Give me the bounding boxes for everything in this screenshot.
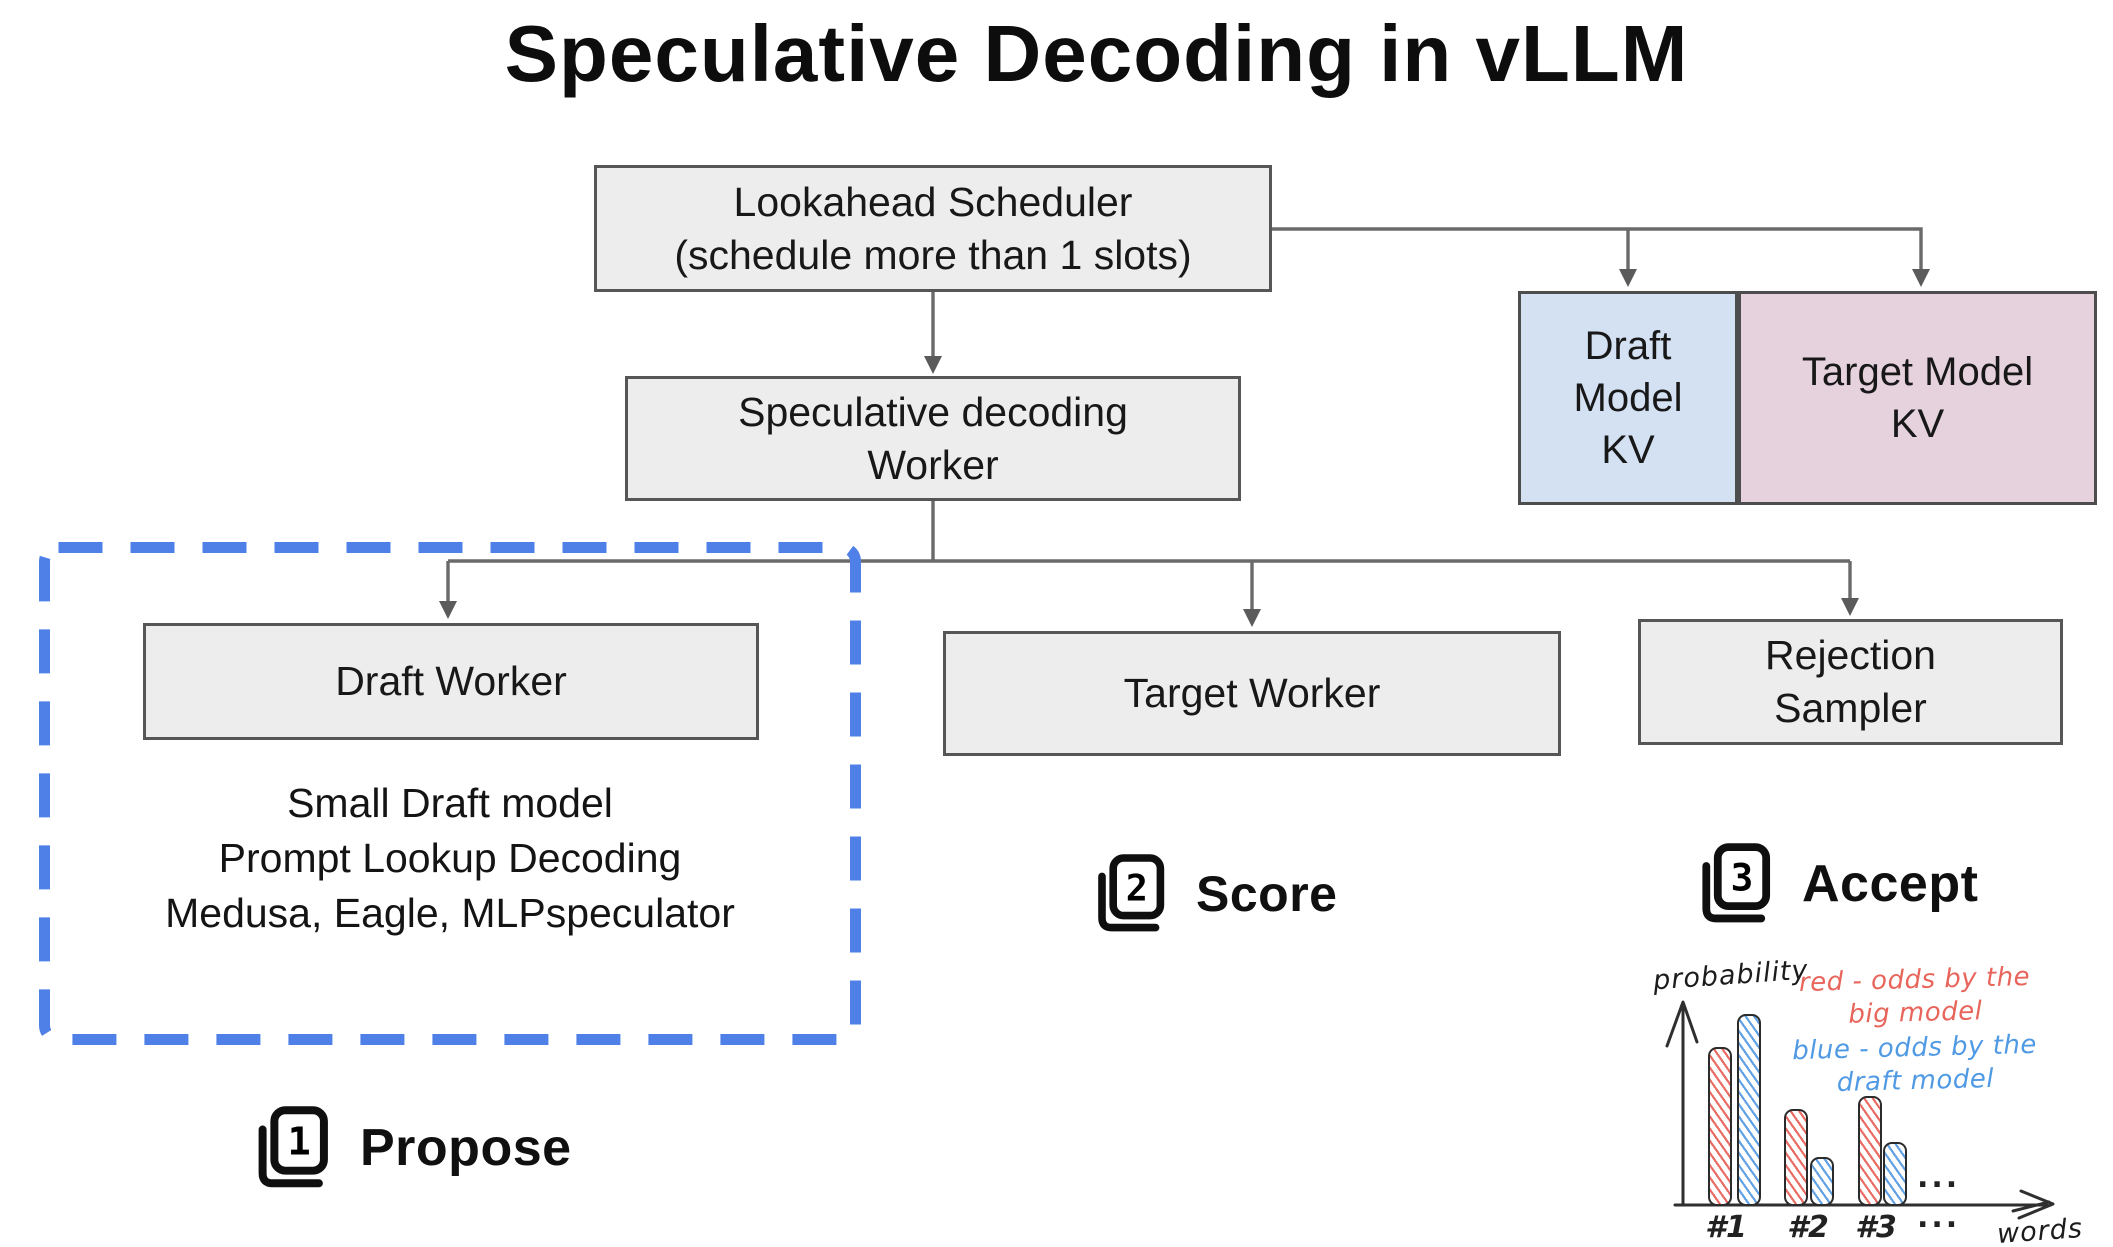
- ellipsis-above-axis: ...: [1917, 1160, 1961, 1195]
- ellipsis-below-axis: ...: [1917, 1200, 1961, 1235]
- category-label-2: #2: [1787, 1210, 1829, 1245]
- page-title: Speculative Decoding in vLLM: [504, 9, 1689, 98]
- target-worker-box: Target Worker: [943, 631, 1561, 756]
- rejection-sampler-line1: Rejection: [1765, 632, 1936, 678]
- x-axis-arrow-sketch-stroke: [2011, 1200, 2051, 1213]
- bar-3-blue: [1883, 1142, 1907, 1206]
- category-label-3: #3: [1855, 1210, 1897, 1245]
- methods-line3: Medusa, Eagle, MLPspeculator: [165, 890, 735, 936]
- page-stack-back: [1702, 862, 1766, 923]
- step-number: 2: [1126, 866, 1148, 909]
- step-number: 1: [288, 1120, 311, 1165]
- arrowhead-draftworker: [439, 601, 457, 619]
- step-label-accept: Accept: [1802, 855, 1979, 913]
- step-label-propose: Propose: [360, 1119, 572, 1177]
- propose-dashed-region: [39, 542, 861, 1045]
- bar-2-red: [1784, 1109, 1808, 1206]
- draft-worker-label: Draft Worker: [335, 658, 567, 704]
- draft-kv-line3: KV: [1601, 428, 1655, 472]
- arrowhead-targetkv: [1912, 269, 1930, 287]
- target-model-kv-box: Target Model KV: [1738, 291, 2097, 505]
- step-2-score: 2 Score: [1090, 852, 1337, 936]
- page-stack-3-icon: 3: [1702, 843, 1771, 923]
- draft-model-kv-box: Draft Model KV: [1518, 291, 1738, 505]
- bar-1-red: [1708, 1047, 1732, 1206]
- draft-kv-line2: Model: [1573, 376, 1683, 420]
- speculative-decoding-worker-box: Speculative decoding Worker: [625, 376, 1241, 501]
- page-stack-front: [1713, 843, 1771, 911]
- category-label-1: #1: [1705, 1210, 1747, 1245]
- methods-line1: Small Draft model: [287, 780, 613, 826]
- x-axis-arrowhead: [2017, 1189, 2055, 1220]
- draft-worker-methods: Small Draft model Prompt Lookup Decoding…: [39, 776, 861, 941]
- page-stack-front: [1109, 854, 1165, 920]
- lookahead-scheduler-line1: Lookahead Scheduler: [733, 178, 1133, 225]
- step-number: 3: [1731, 856, 1754, 900]
- page-stack-1-icon: 1: [258, 1106, 328, 1188]
- target-worker-label: Target Worker: [1123, 670, 1381, 716]
- page-stack-front: [270, 1106, 328, 1175]
- spec-worker-line2: Worker: [867, 441, 999, 488]
- methods-line2: Prompt Lookup Decoding: [218, 835, 682, 881]
- probability-chart: probability words red - odds by the big …: [1645, 952, 2113, 1247]
- rejection-sampler-box: Rejection Sampler: [1638, 619, 2063, 745]
- step-label-score: Score: [1196, 866, 1338, 922]
- step-1-propose: 1 Propose: [250, 1104, 572, 1192]
- target-kv-line1: Target Model: [1801, 350, 2034, 394]
- arrowhead-targetworker: [1243, 609, 1261, 627]
- page-stack-2-icon: 2: [1098, 854, 1165, 932]
- page-stack-back: [1098, 872, 1160, 932]
- arrowhead-draftkv: [1619, 269, 1637, 287]
- draft-kv-line1: Draft: [1584, 324, 1672, 368]
- chart-bars: [1645, 952, 2113, 1247]
- rejection-sampler-line2: Sampler: [1774, 685, 1927, 731]
- arrowhead-rejection: [1841, 598, 1859, 616]
- step-3-accept: 3 Accept: [1694, 841, 1978, 927]
- chart-axes: [1665, 1000, 2055, 1220]
- lookahead-scheduler-box: Lookahead Scheduler (schedule more than …: [594, 165, 1272, 292]
- bar-2-blue: [1810, 1157, 1834, 1206]
- bar-1-blue: [1737, 1014, 1761, 1206]
- target-kv-line2: KV: [1890, 402, 1945, 446]
- page-stack-back: [258, 1125, 323, 1188]
- connector-lookahead-to-targetkv: [1272, 227, 1923, 270]
- draft-worker-box: Draft Worker: [143, 623, 759, 740]
- bar-3-red: [1858, 1096, 1882, 1206]
- spec-worker-line1: Speculative decoding: [738, 388, 1128, 435]
- arrowhead-specworker: [924, 356, 942, 374]
- lookahead-scheduler-line2: (schedule more than 1 slots): [674, 231, 1192, 278]
- y-axis-arrowhead: [1665, 1000, 1699, 1048]
